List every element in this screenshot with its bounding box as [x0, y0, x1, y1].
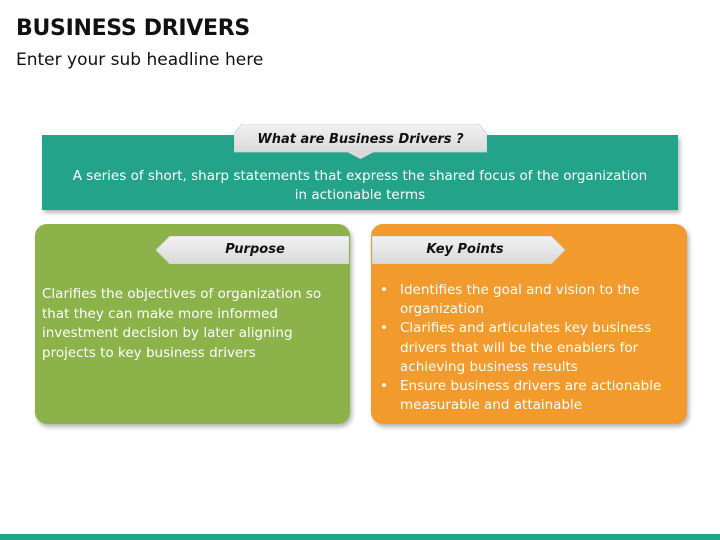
key-points-label: Key Points — [426, 242, 504, 257]
footer-bar — [0, 534, 720, 540]
list-item: • Ensure business drivers are actionable … — [380, 377, 680, 415]
list-item: • Identifies the goal and vision to the o… — [380, 281, 680, 319]
list-item: • Clarifies and articulates key business … — [380, 319, 680, 377]
bullet-icon: • — [380, 320, 388, 337]
bullet-icon: • — [380, 378, 388, 395]
purpose-tag — [156, 236, 349, 264]
purpose-label: Purpose — [225, 242, 285, 257]
definition-text: A series of short, sharp statements that… — [72, 168, 648, 203]
purpose-text: Clarifies the objectives of organization… — [42, 286, 322, 361]
slide-subtitle: Enter your sub headline here — [16, 50, 264, 70]
key-point-text: Identifies the goal and vision to the or… — [400, 282, 640, 318]
slide-title: BUSINESS DRIVERS — [16, 16, 250, 41]
key-point-text: Ensure business drivers are actionable m… — [400, 378, 662, 414]
definition-tab-label: What are Business Drivers ? — [257, 132, 464, 147]
key-point-text: Clarifies and articulates key business d… — [400, 320, 652, 375]
definition-tab — [234, 124, 487, 159]
bullet-icon: • — [380, 282, 388, 298]
key-points-tag — [372, 236, 565, 264]
key-points-list: • Identifies the goal and vision to the o… — [380, 281, 680, 415]
